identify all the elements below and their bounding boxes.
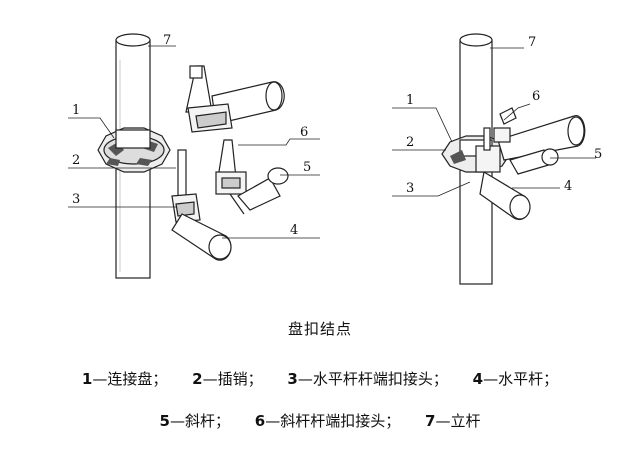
right-callout-5: 5 <box>594 147 602 162</box>
figure-caption-title: 盘扣结点 <box>287 320 352 338</box>
right-callout-1: 1 <box>406 93 414 108</box>
right-callout-6: 6 <box>532 89 540 104</box>
legend-item-2: 2—插销； <box>192 370 263 388</box>
right-horizontal-ledger <box>475 127 531 221</box>
left-callout-7: 7 <box>163 33 171 48</box>
right-callout-3: 3 <box>406 181 414 196</box>
legend-item-1: 1—连接盘； <box>81 370 168 388</box>
left-ledger-upper <box>185 65 285 133</box>
legend-item-3: 3—水平杆杆端扣接头； <box>287 370 448 388</box>
right-diagonal-brace <box>493 107 586 175</box>
legend-item-7: 7—立杆 <box>425 412 481 430</box>
right-callout-7: 7 <box>528 35 536 50</box>
left-callout-5: 5 <box>303 160 311 175</box>
right-callout-4: 4 <box>564 179 572 194</box>
left-callout-labels: 1 2 3 4 5 6 7 <box>72 33 311 238</box>
legend-row-2: 5—斜杆； 6—斜杆杆端扣接头； 7—立杆 <box>0 410 640 431</box>
left-callout-2: 2 <box>72 153 80 168</box>
left-connection-disk <box>97 127 171 173</box>
left-callout-3: 3 <box>72 192 80 207</box>
left-callout-4: 4 <box>290 223 298 238</box>
left-diagonal-coupler <box>215 139 289 215</box>
right-leader-lines <box>392 47 596 197</box>
legend-item-5: 5—斜杆； <box>159 412 230 430</box>
right-callout-2: 2 <box>406 135 414 150</box>
legend-item-6: 6—斜杆杆端扣接头； <box>254 412 401 430</box>
left-leader-lines <box>68 45 320 239</box>
left-callout-6: 6 <box>300 125 308 140</box>
legend-row-1: 1—连接盘； 2—插销； 3—水平杆杆端扣接头； 4—水平杆； <box>0 368 640 389</box>
legend-item-4: 4—水平杆； <box>472 370 559 388</box>
left-ledger-lower <box>171 149 232 261</box>
left-callout-1: 1 <box>72 103 80 118</box>
right-callout-labels: 1 2 3 4 5 6 7 <box>406 35 602 196</box>
